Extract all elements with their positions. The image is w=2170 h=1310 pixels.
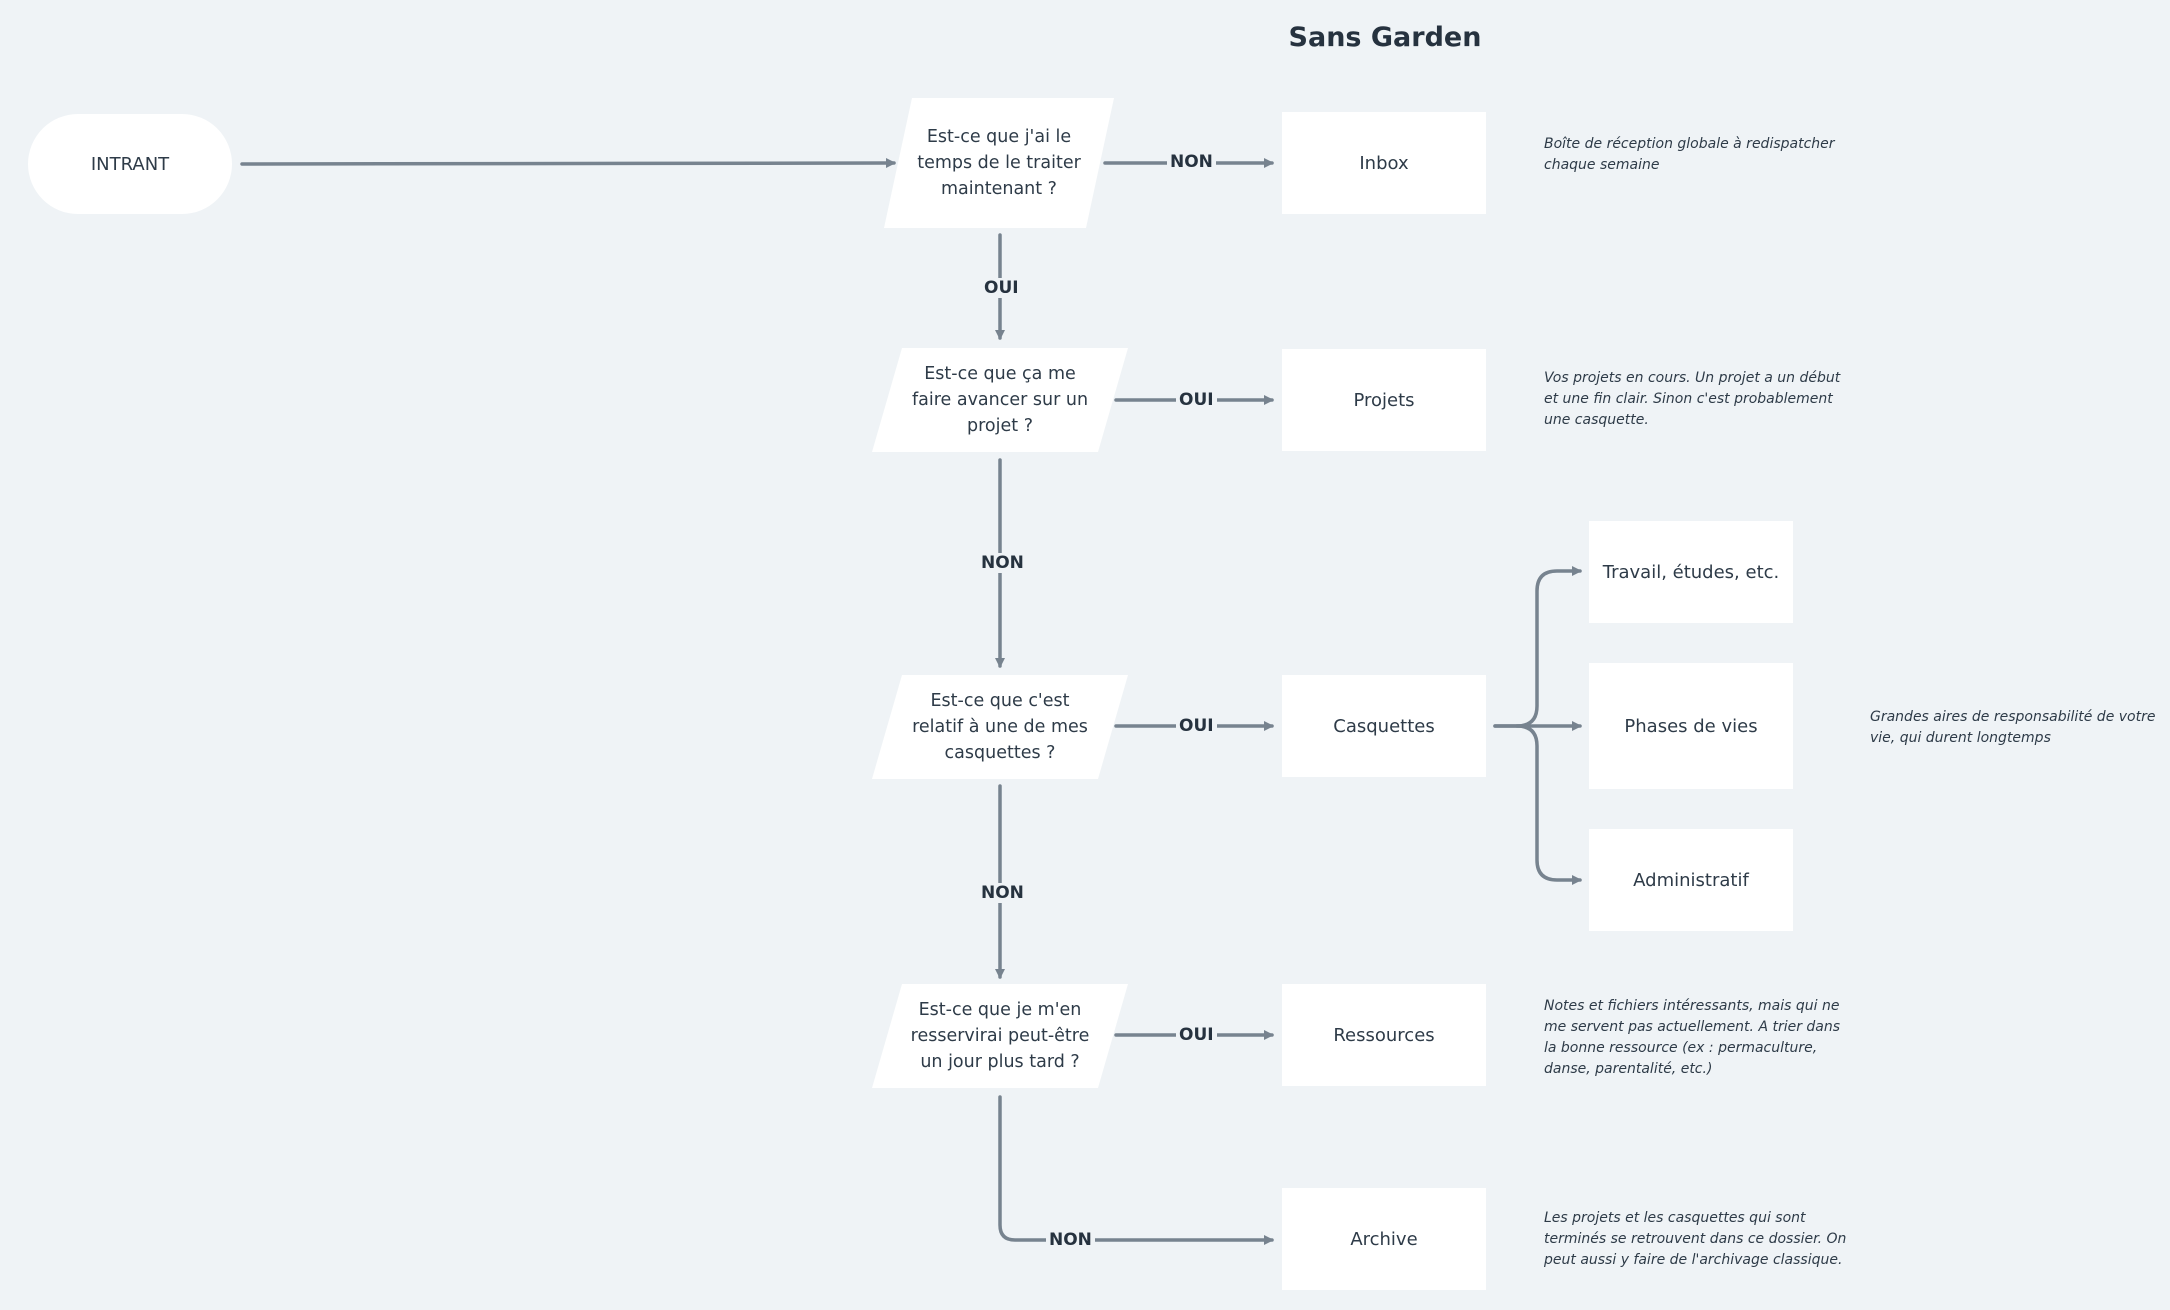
decision-node-time: Est-ce que j'ai le temps de le traiter m… [884,98,1114,228]
outcome-box-archive: Archive [1282,1188,1486,1290]
connector-casquettes-to-administratif [1515,724,1582,885]
parallelogram-shape [884,98,1114,228]
note-archive: Les projets et les casquettes qui sont t… [1544,1210,1847,1268]
decision-text: Est-ce que ça me faire avancer sur un pr… [911,364,1089,436]
casquette-label: Travail, études, etc. [1602,561,1780,583]
outcome-label: Ressources [1333,1024,1435,1046]
outcome-box-inbox: Inbox [1282,112,1486,214]
edge-label-d1-d2: OUI [981,278,1022,298]
start-node-intrant: INTRANT [28,114,232,214]
decision-text: Est-ce que c'est relatif à une de mes ca… [912,691,1088,763]
casquette-box-administratif: Administratif [1589,829,1793,931]
outcome-label: Projets [1353,389,1415,411]
casquette-label: Administratif [1633,869,1749,891]
casquette-box-travail: Travail, études, etc. [1589,521,1793,623]
diagram-title: Sans Garden [1288,22,1482,53]
outcome-box-projets: Projets [1282,349,1486,451]
edge-label-d1-inbox: NON [1167,152,1216,172]
decision-text: Est-ce que je m'en resservirai peut-être… [910,1000,1090,1072]
edge-label-d3-casquettes: OUI [1176,716,1217,736]
start-node-label: INTRANT [90,153,170,175]
edge-label-d2-d3: NON [978,553,1027,573]
decision-node-casquette: Est-ce que c'est relatif à une de mes ca… [872,675,1128,779]
parallelogram-shape [872,984,1128,1088]
decision-text: Est-ce que j'ai le temps de le traiter m… [917,127,1081,199]
outcome-label: Archive [1350,1228,1418,1250]
outcome-label: Inbox [1359,152,1409,174]
edge-label-d3-d4: NON [978,883,1027,903]
edge-label-d4-archive: NON [1046,1230,1095,1250]
casquette-box-phases: Phases de vies [1589,663,1793,789]
note-inbox: Boîte de réception globale à redispatche… [1544,136,1835,173]
edge-label-d2-projets: OUI [1176,390,1217,410]
edge-label-d4-ressources: OUI [1176,1025,1217,1045]
outcome-box-casquettes: Casquettes [1282,675,1486,777]
connector-d4-to-archive [998,1095,1274,1245]
parallelogram-shape [872,348,1128,452]
connector-casquettes-to-travail [1493,566,1582,728]
outcome-label: Casquettes [1333,715,1435,737]
outcome-box-ressources: Ressources [1282,984,1486,1086]
note-projets: Vos projets en cours. Un projet a un déb… [1544,370,1841,428]
note-casquettes: Grandes aires de responsabilité de votre… [1870,709,2156,746]
casquette-label: Phases de vies [1624,715,1758,737]
parallelogram-shape [872,675,1128,779]
decision-node-project: Est-ce que ça me faire avancer sur un pr… [872,348,1128,452]
connector-intrant-to-d1 [240,158,896,169]
note-ressources: Notes et fichiers intéressants, mais qui… [1544,998,1841,1077]
decision-node-resource: Est-ce que je m'en resservirai peut-être… [872,984,1128,1088]
